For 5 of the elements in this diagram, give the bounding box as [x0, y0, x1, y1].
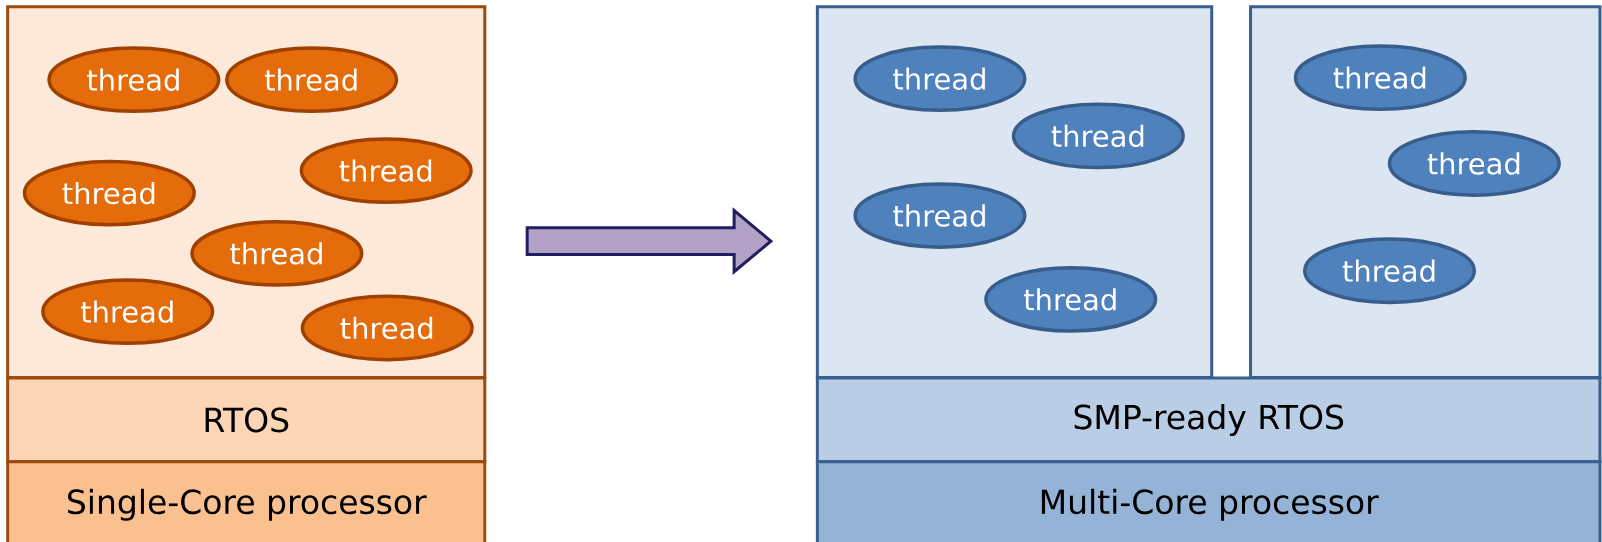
processor-band: Single-Core processor [6, 460, 487, 542]
block-arrow [525, 207, 774, 275]
rtos-band: SMP-ready RTOS [815, 376, 1602, 464]
rtos-band: RTOS [6, 376, 487, 464]
processor-band: Multi-Core processor [815, 460, 1602, 542]
